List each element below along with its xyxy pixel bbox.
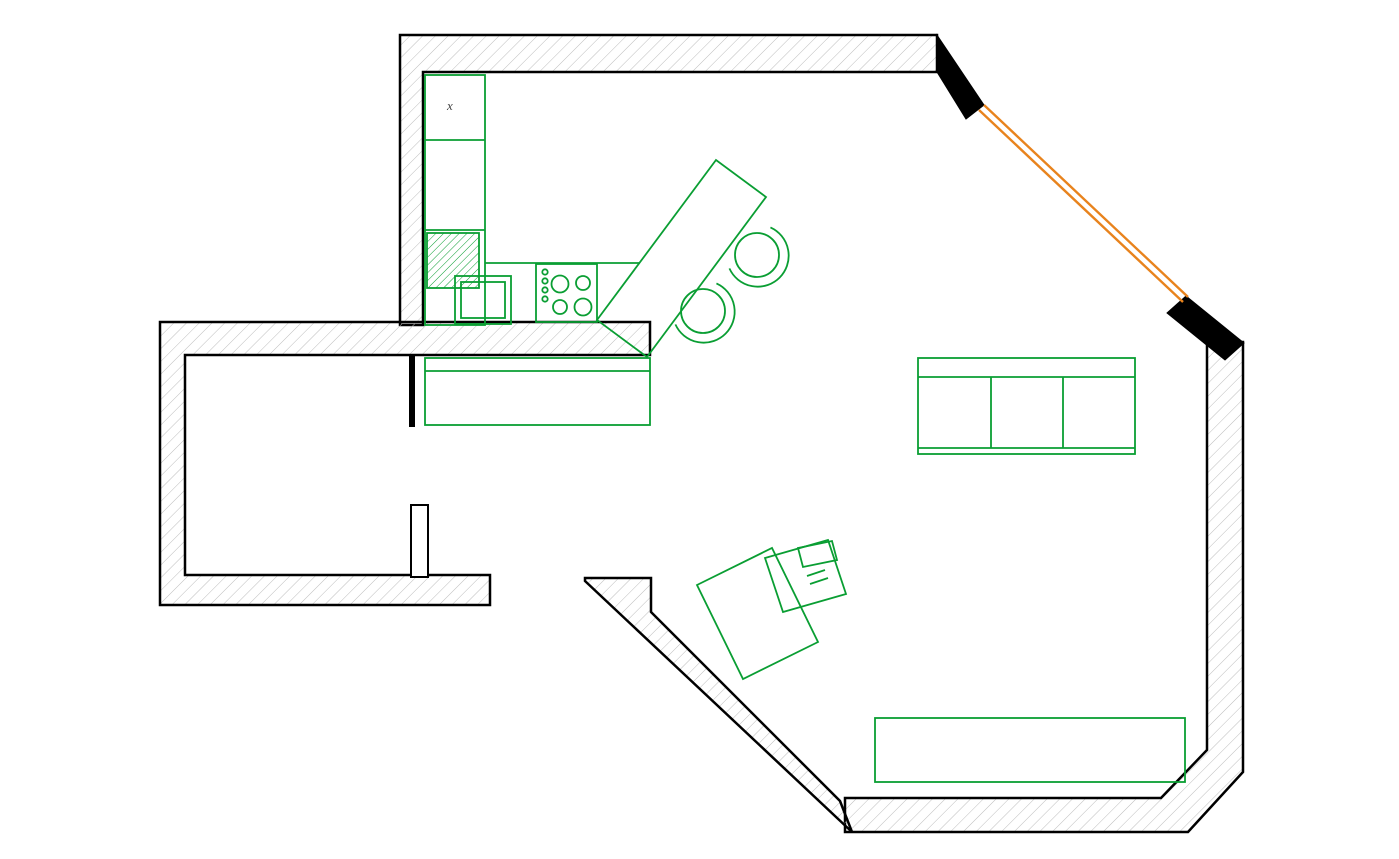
stove-burner-4 xyxy=(573,297,593,317)
corner-cabinet-hatched xyxy=(426,232,480,289)
stove-outline xyxy=(535,263,598,323)
bar-stool-back xyxy=(728,226,790,288)
desk-with-chair xyxy=(695,538,848,681)
kitchen-counter-column: x xyxy=(424,74,486,326)
stove xyxy=(535,263,598,323)
desk-keyboard-line-1 xyxy=(806,569,826,577)
sofa xyxy=(917,357,1136,455)
kitchen: x xyxy=(424,74,790,359)
stove-burner-3 xyxy=(552,299,568,315)
window-jamb-bottom xyxy=(1166,295,1245,361)
kitchen-sink xyxy=(454,275,512,325)
wall-diagonal-lower-left xyxy=(583,576,854,833)
bar-stool-seat xyxy=(680,288,726,334)
wall-right-bottom xyxy=(843,340,1245,834)
desk-keyboard-line-2 xyxy=(809,577,829,585)
cabinet-x-mark: x xyxy=(446,98,453,113)
window-outer-pane xyxy=(983,104,1189,298)
desk-monitor xyxy=(796,539,839,569)
bottom-sideboard xyxy=(874,717,1186,783)
hallway-wardrobe xyxy=(424,357,651,426)
walls xyxy=(158,33,1245,834)
stove-burner-1 xyxy=(550,274,570,294)
window-inner-pane xyxy=(978,109,1184,303)
desk-chair-seat xyxy=(695,546,820,681)
counter-column-outline xyxy=(424,74,486,326)
stove-burner-2 xyxy=(575,275,591,291)
wardrobe-outline xyxy=(424,357,651,426)
sink-inner xyxy=(460,281,506,319)
corner-window xyxy=(978,104,1189,303)
sink-outer xyxy=(454,275,512,325)
wall-hallway xyxy=(158,320,652,607)
breakfast-bar xyxy=(595,158,768,359)
wall-stub-lower xyxy=(410,504,429,578)
bar-stool-seat xyxy=(734,232,780,278)
bar-stool-back xyxy=(674,282,736,344)
window-jamb-top xyxy=(936,33,985,120)
sofa-outline xyxy=(917,357,1136,455)
wall-stub-upper xyxy=(409,355,415,427)
bar-stool-1 xyxy=(674,282,736,344)
stove-knobs xyxy=(541,268,549,303)
bar-stool-2 xyxy=(728,226,790,288)
